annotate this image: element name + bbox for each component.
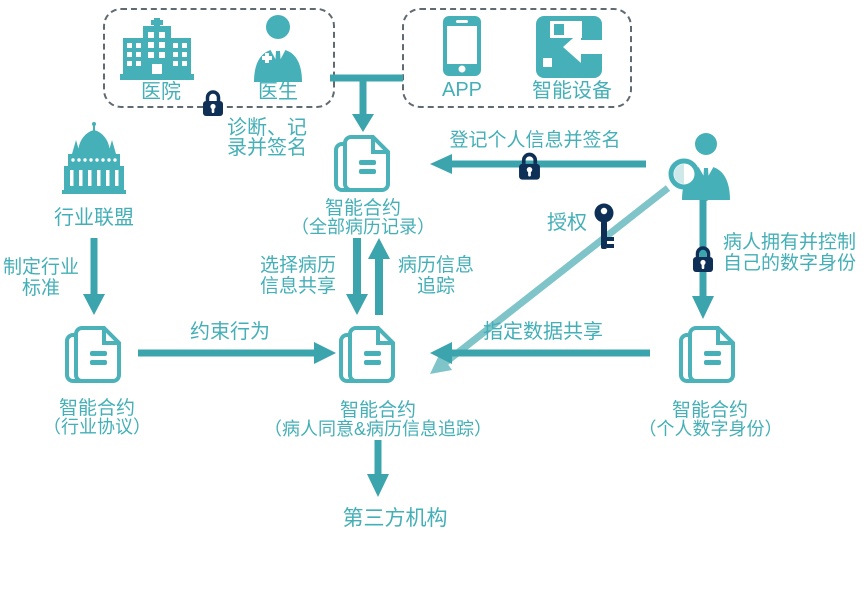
own-identity-label: 病人拥有并控制 自己的数字身份 (723, 232, 857, 274)
document-stack-icon (334, 135, 390, 192)
arrow-constrain-behavior (138, 342, 336, 364)
select-share-label: 选择病历 信息共享 (259, 255, 336, 297)
register-sign-label: 登记个人信息并签名 (449, 130, 621, 151)
padlock-icon (693, 246, 713, 272)
contract-all-records-subtitle: （全部病历记录） (291, 217, 435, 237)
smart-device-label: 智能设备 (532, 80, 612, 102)
contract-all-records-title: 智能合约 (324, 198, 401, 219)
contract-consent-title: 智能合约 (339, 400, 416, 421)
contract-industry-subtitle: （行业协议） (43, 417, 151, 437)
arrow-register-sign (430, 154, 646, 174)
person-magnifier-icon (668, 133, 730, 201)
document-stack-icon (65, 326, 121, 383)
diagnose-sign-label: 诊断、记 录并签名 (227, 117, 307, 159)
arrow-boxes-to-records (330, 74, 403, 132)
contract-identity-subtitle: （个人数字身份） (638, 419, 783, 439)
contract-identity-title: 智能合约 (671, 400, 748, 421)
smartphone-icon (443, 16, 481, 76)
group-box-devices (402, 8, 632, 108)
padlock-icon (203, 90, 223, 116)
hospital-label: 医院 (141, 81, 181, 103)
designate-sharing-label: 指定数据共享 (483, 321, 603, 343)
document-stack-icon (339, 326, 395, 383)
arrow-to-third-party (367, 440, 389, 497)
contract-consent-subtitle: （病人同意&病历信息追踪） (263, 419, 492, 439)
arrow-designate-sharing (430, 342, 650, 364)
set-standards-label: 制定行业 标准 (2, 257, 79, 299)
doctor-icon (254, 15, 302, 82)
doctor-label: 医生 (258, 81, 298, 103)
record-tracking-label: 病历信息 追踪 (397, 255, 474, 297)
arrow-set-standards (83, 238, 105, 315)
app-label: APP (441, 79, 483, 101)
smart-device-icon (536, 16, 602, 78)
industry-alliance-label: 行业联盟 (54, 207, 134, 229)
classical-building-icon (62, 122, 126, 194)
hospital-building-icon (120, 18, 194, 80)
key-icon (594, 203, 614, 249)
arrow-select-and-track (346, 238, 390, 315)
third-party-label: 第三方机构 (342, 507, 448, 530)
contract-industry-title: 智能合约 (58, 398, 135, 419)
authorize-label: 授权 (547, 212, 587, 234)
document-stack-icon (679, 326, 735, 383)
arrow-authorize-diagonal (430, 185, 671, 374)
constrain-behavior-label: 约束行为 (190, 321, 270, 343)
padlock-icon (519, 152, 540, 180)
